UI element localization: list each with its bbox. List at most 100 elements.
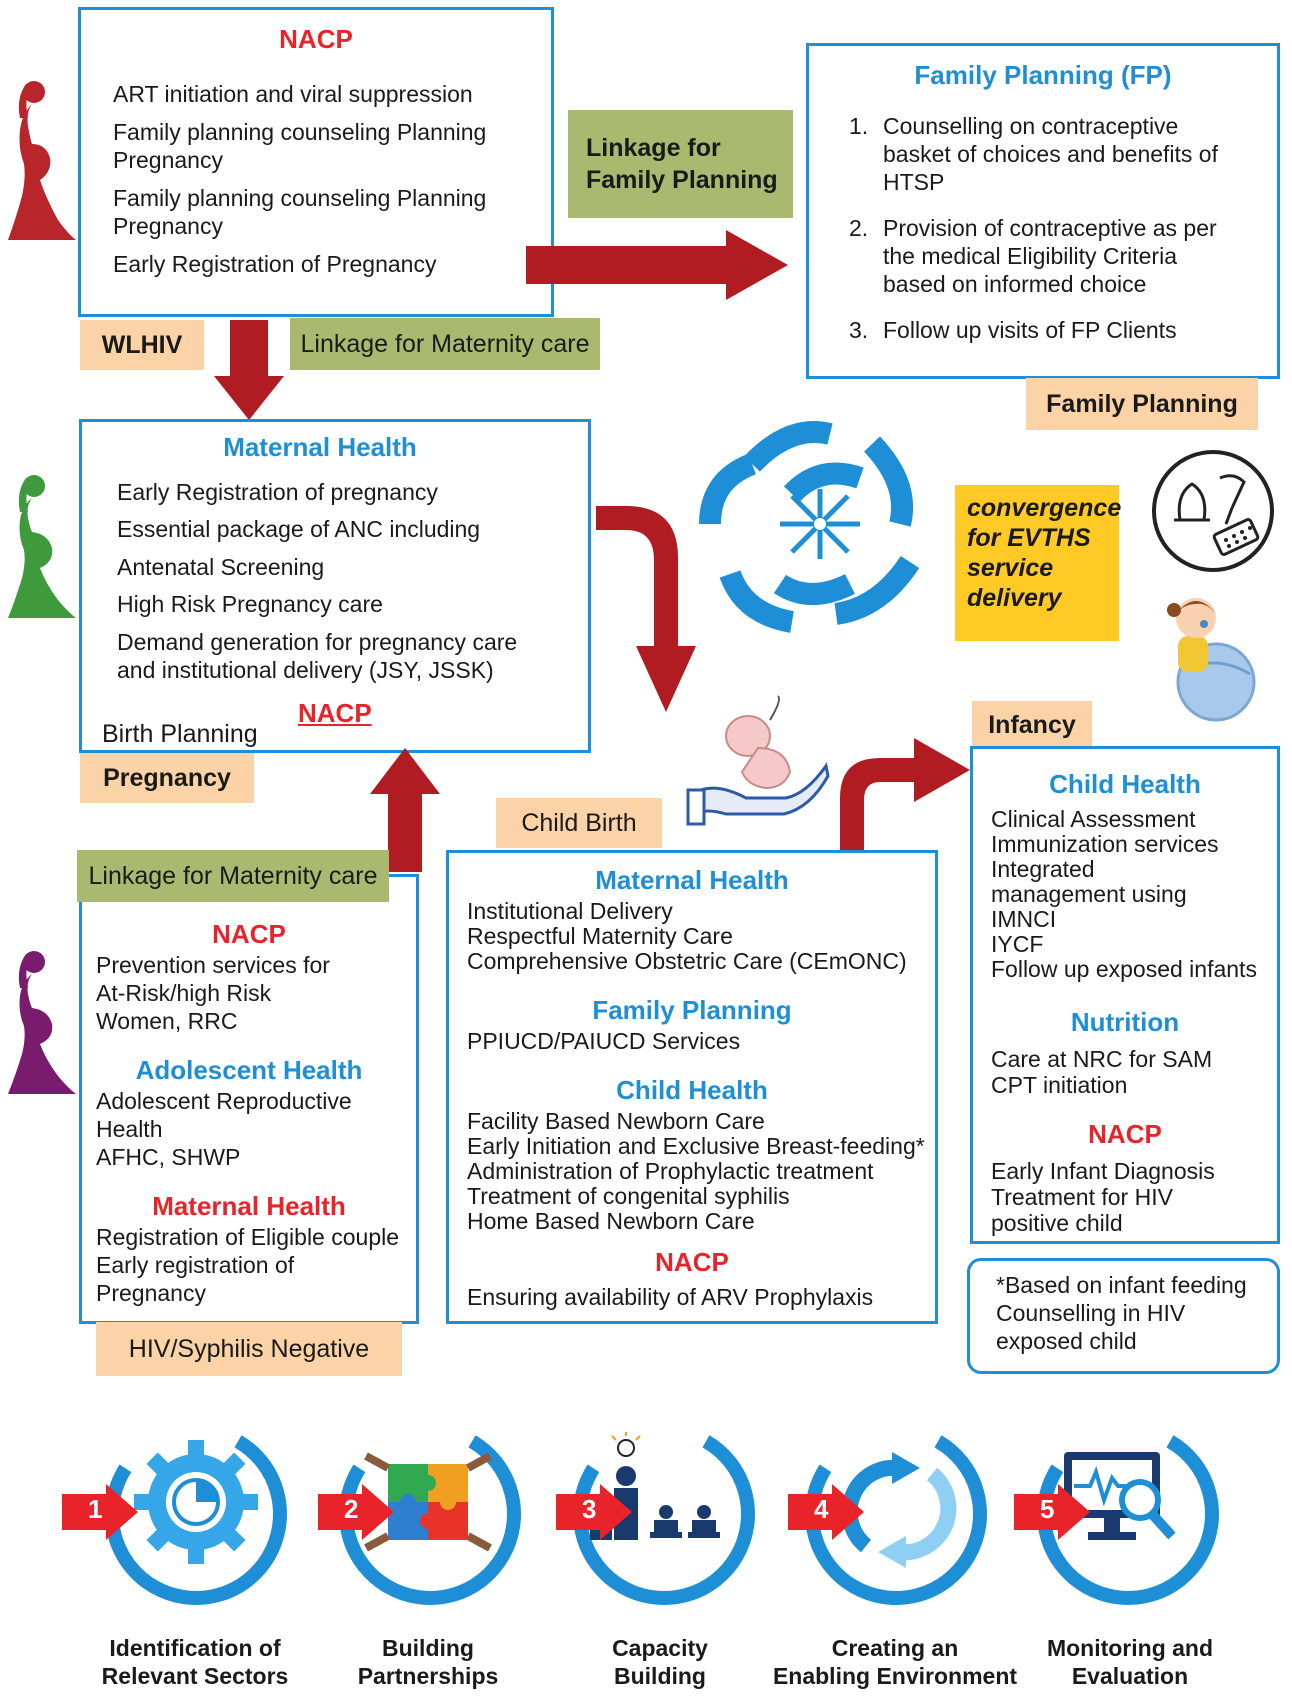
ch-heading: Child Health	[1049, 769, 1201, 799]
nacp-top-line: Family planning counseling Planning	[113, 119, 487, 145]
cb-ch-heading: Child Health	[616, 1075, 768, 1105]
hiv-negative-tag: HIV/Syphilis Negative	[96, 1322, 402, 1376]
cb-ch-line: Early Initiation and Exclusive Breast-fe…	[467, 1133, 925, 1159]
linkage-maternity-bottom-tag: Linkage for Maternity care	[77, 850, 389, 902]
step-5-number-arrow	[1014, 1484, 1090, 1540]
nacp-top-line: Pregnancy	[113, 147, 223, 173]
child-birth-tag: Child Birth	[496, 798, 662, 848]
maternal-health-line: Early Registration of pregnancy	[117, 479, 438, 505]
nacp-top-heading: NACP	[279, 24, 353, 54]
nacp-top-line: ART initiation and viral suppression	[113, 81, 473, 107]
cb-nacp-heading: NACP	[655, 1247, 729, 1277]
step-2-ring	[339, 1423, 521, 1605]
lb-mh-line: Pregnancy	[96, 1280, 206, 1306]
nacp-top-line: Pregnancy	[113, 213, 223, 239]
step-3-ring	[573, 1423, 755, 1605]
pregnancy-tag: Pregnancy	[80, 753, 254, 803]
cb-ch-line: Treatment of congenital syphilis	[467, 1183, 790, 1209]
fp-item-line: basket of choices and benefits of	[883, 141, 1218, 167]
convergence-line: for EVTHS	[967, 524, 1091, 552]
cb-fp-heading: Family Planning	[592, 995, 792, 1025]
lb-nacp-heading: NACP	[212, 919, 286, 949]
left-bottom-box: NACP Prevention services for At-Risk/hig…	[79, 874, 419, 1324]
maternal-health-heading: Maternal Health	[223, 432, 417, 462]
fp-item-line: based on informed choice	[883, 271, 1147, 297]
ch-nacp-line: positive child	[991, 1210, 1123, 1236]
arrow-up-to-maternal-health	[370, 748, 440, 872]
step-4-label-line2: Enabling Environment	[772, 1663, 1018, 1689]
step-3-label-line2: Building	[614, 1663, 706, 1689]
wlhiv-tag: WLHIV	[80, 320, 204, 370]
lb-ah-line: AFHC, SHWP	[96, 1144, 241, 1170]
ch-nacp-line: Early Infant Diagnosis	[991, 1158, 1215, 1184]
cb-ch-line: Administration of Prophylactic treatment	[467, 1158, 874, 1184]
family-planning-tag: Family Planning	[1026, 378, 1258, 430]
lb-maternal-heading: Maternal Health	[152, 1191, 346, 1221]
step-2-label: Building Partnerships	[318, 1634, 538, 1690]
footnote-line: *Based on infant feeding	[996, 1272, 1247, 1298]
convergence-box: convergence for EVTHS service delivery	[955, 485, 1121, 641]
step-2-number-arrow	[318, 1484, 394, 1540]
ch-line: management using	[991, 881, 1187, 907]
step-2-number: 2	[344, 1494, 359, 1524]
nutrition-heading: Nutrition	[1070, 1007, 1180, 1037]
step-2-label-line1: Building	[382, 1635, 474, 1661]
ch-line: Immunization services	[991, 831, 1219, 857]
ch-nacp-heading: NACP	[1088, 1119, 1162, 1149]
fp-item-line: Follow up visits of FP Clients	[883, 317, 1177, 343]
step-1-number-arrow	[62, 1484, 138, 1540]
step-1-label-line2: Relevant Sectors	[101, 1663, 289, 1689]
pregnant-woman-red-icon	[8, 81, 76, 240]
nacp-top-box: NACP ART initiation and viral suppressio…	[78, 7, 554, 317]
ch-line: Integrated	[991, 856, 1095, 882]
footnote-line: Counselling in HIV	[996, 1300, 1186, 1326]
step-5-label-line1: Monitoring and	[1046, 1635, 1214, 1661]
nacp-top-line: Family planning counseling Planning	[113, 185, 487, 211]
convergence-swirl-icon	[699, 421, 920, 633]
nutrition-line: Care at NRC for SAM	[991, 1046, 1213, 1072]
lb-nacp-line: Prevention services for	[96, 952, 330, 978]
ch-line: Clinical Assessment	[991, 806, 1196, 832]
maternal-health-box: Maternal Health Early Registration of pr…	[79, 419, 591, 753]
pregnant-woman-green-icon	[8, 475, 76, 618]
step-1-label-line1: Identification of	[109, 1635, 281, 1661]
fp-item-line: HTSP	[883, 169, 945, 195]
contraceptives-icon	[1152, 450, 1274, 572]
maternal-health-line: Essential package of ANC including	[117, 516, 481, 542]
child-birth-box: Maternal Health Institutional Delivery R…	[446, 850, 938, 1324]
child-health-box: Child Health Clinical Assessment Immuniz…	[970, 746, 1280, 1244]
linkage-fp-line2: Family Planning	[586, 166, 778, 194]
lb-nacp-line: At-Risk/high Risk	[96, 980, 272, 1006]
cb-ch-line: Home Based Newborn Care	[467, 1208, 755, 1234]
lb-mh-line: Registration of Eligible couple	[96, 1224, 400, 1250]
fp-item-num: 3.	[849, 317, 869, 343]
lb-ah-line: Health	[96, 1116, 163, 1142]
family-planning-box: Family Planning (FP) 1. Counselling on c…	[806, 43, 1280, 379]
step-5-ring	[1037, 1423, 1219, 1605]
step-3-number-arrow	[556, 1484, 632, 1540]
fp-item-num: 1.	[849, 113, 869, 139]
maternal-health-line: Demand generation for pregnancy care	[117, 629, 518, 655]
footnote-line: exposed child	[996, 1328, 1137, 1354]
step-4-number: 4	[814, 1494, 829, 1524]
convergence-line: delivery	[967, 584, 1062, 612]
lb-mh-line: Early registration of	[96, 1252, 295, 1278]
nacp-link[interactable]: NACP	[298, 698, 372, 728]
arrow-down-to-maternal-health	[214, 320, 284, 420]
ch-line: IMNCI	[991, 906, 1057, 932]
linkage-maternity-top-label: Linkage for Maternity care	[300, 329, 590, 358]
step-4-ring	[805, 1423, 987, 1605]
maternal-health-line: High Risk Pregnancy care	[117, 591, 383, 617]
linkage-family-planning-tag: Linkage for Family Planning	[568, 110, 793, 218]
step-1-number: 1	[88, 1494, 103, 1524]
puzzle-partnership-icon	[364, 1452, 492, 1552]
baby-with-ball-icon	[1167, 598, 1256, 722]
lb-adolescent-heading: Adolescent Health	[135, 1055, 363, 1085]
step-4-label-line1: Creating an	[831, 1635, 959, 1661]
step-1-ring	[105, 1423, 287, 1605]
fp-item-line: the medical Eligibility Criteria	[883, 243, 1177, 269]
step-3-label-line1: Capacity	[612, 1635, 708, 1661]
ch-line: Follow up exposed infants	[991, 956, 1257, 982]
step-5-label-line2: Evaluation	[1071, 1663, 1189, 1689]
step-3-label: Capacity Building	[560, 1634, 760, 1690]
